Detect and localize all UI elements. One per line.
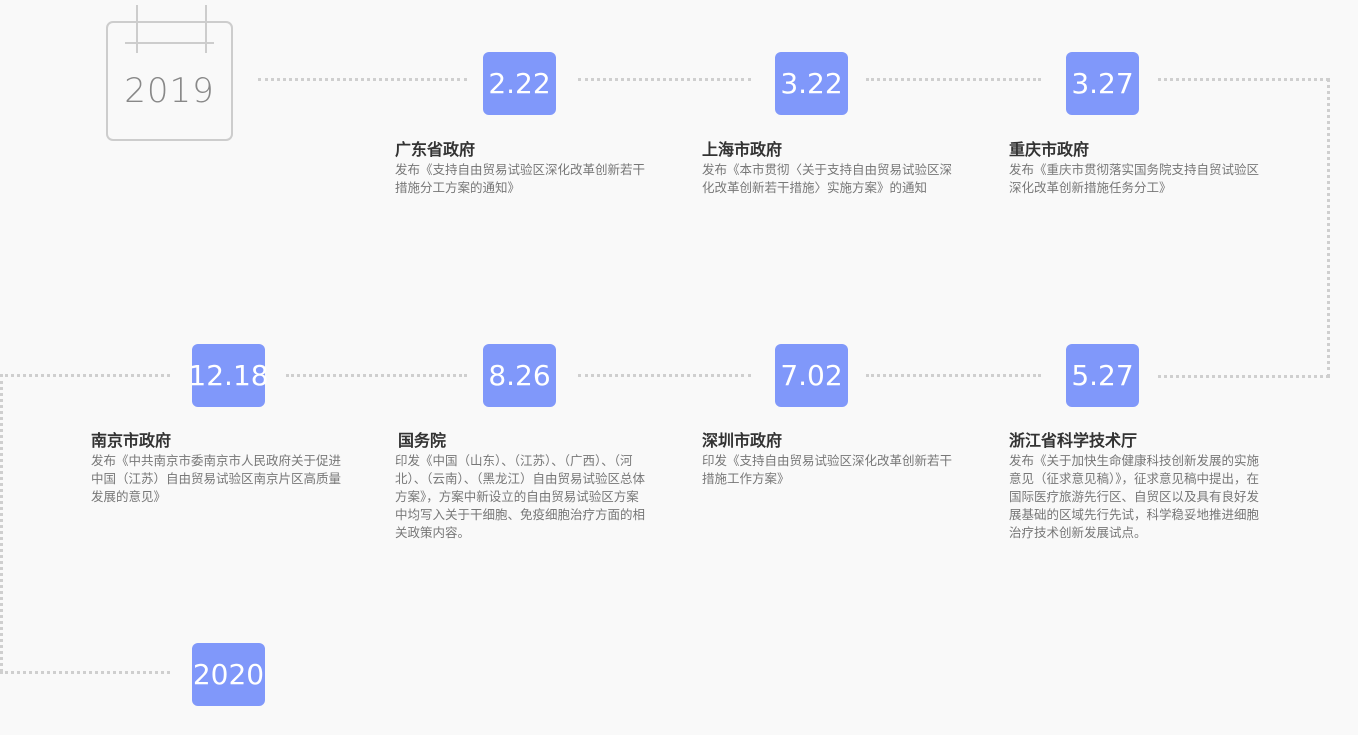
event-title: 深圳市政府 [702,431,783,450]
event-description: 发布《中共南京市委南京市人民政府关于促进中国（江苏）自由贸易试验区南京片区高质量… [91,453,342,504]
event-title: 浙江省科学技术厅 [1009,431,1138,450]
timeline-connector [0,374,3,672]
timeline-connector [258,78,467,81]
event-title: 重庆市政府 [1009,140,1090,159]
timeline-connector [286,374,467,377]
timeline-connector [866,78,1041,81]
event-description: 发布《支持自由贸易试验区深化改革创新若干措施分工方案的通知》 [395,162,646,195]
timeline-connector [578,374,751,377]
event-date: 2.22 [483,52,556,115]
timeline-connector [1158,78,1329,81]
event-description: 发布《关于加快生命健康科技创新发展的实施意见（征求意见稿）》，征求意见稿中提出，… [1009,453,1260,540]
timeline-connector [578,78,751,81]
calendar-header-bar [125,42,214,44]
event-date: 5.27 [1066,344,1139,407]
event-title: 上海市政府 [702,140,783,159]
event-date: 8.26 [483,344,556,407]
event-date: 12.18 [188,344,269,407]
timeline-connector [866,374,1041,377]
event-description: 发布《本市贯彻〈关于支持自由贸易试验区深化改革创新若干措施〉实施方案》的通知 [702,162,953,195]
event-title: 广东省政府 [395,140,476,159]
timeline-connector [0,374,170,377]
event-date: 7.02 [775,344,848,407]
end-year: 2020 [192,643,265,706]
event-description: 印发《中国（山东）、（江苏）、（广西）、（河北）、（云南）、（黑龙江）自由贸易试… [395,453,646,540]
event-description: 印发《支持自由贸易试验区深化改革创新若干措施工作方案》 [702,453,953,486]
event-date: 3.27 [1066,52,1139,115]
event-description: 发布《重庆市贯彻落实国务院支持自贸试验区深化改革创新措施任务分工》 [1009,162,1260,195]
timeline-connector [1327,78,1330,378]
event-date: 3.22 [775,52,848,115]
event-title: 国务院 [398,431,447,450]
timeline-connector [0,671,170,674]
calendar-ring [205,5,207,53]
start-year: 2019 [124,71,215,111]
event-title: 南京市政府 [91,431,172,450]
calendar-ring [136,5,138,53]
calendar-icon: 2019 [106,5,233,141]
timeline-connector [1158,375,1329,378]
